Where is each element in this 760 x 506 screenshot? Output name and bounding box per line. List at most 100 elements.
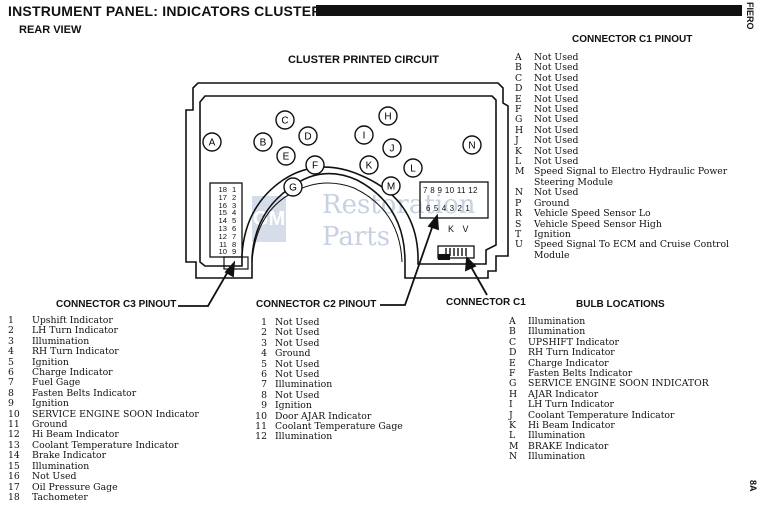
- pin-description: Not Used: [534, 52, 579, 63]
- pin-description: Not Used: [534, 104, 579, 116]
- pin-id: E: [509, 357, 516, 369]
- c3-pin-number: 12: [218, 231, 227, 241]
- pin-description: Vehicle Speed Sensor High: [534, 218, 662, 230]
- pin-id: U: [515, 239, 523, 251]
- pin-description: BRAKE Indicator: [528, 440, 609, 452]
- pin-id: D: [515, 83, 523, 95]
- connector-c1-heading: CONNECTOR C1 PINOUT: [572, 34, 693, 45]
- watermark-line-1: Restoration: [322, 190, 476, 220]
- pin-description: Not Used: [32, 471, 77, 483]
- pin-id: 7: [261, 379, 267, 391]
- pin-description: Fasten Belts Indicator: [32, 387, 137, 399]
- bulb-socket-a: [202, 132, 222, 152]
- c3-pin-row: 13 Coolant Temperature Indicator: [8, 439, 199, 451]
- pin-id: 16: [8, 471, 20, 483]
- pin-id: G: [515, 114, 523, 126]
- pin-description: Fuel Gage: [32, 377, 81, 389]
- pin-description: Ignition: [32, 356, 69, 368]
- bulb-socket-label: B: [260, 138, 267, 149]
- bulb-socket-label: C: [281, 116, 288, 127]
- bulb-location-row: G SERVICE ENGINE SOON INDICATOR: [509, 378, 709, 390]
- c3-pin-number: 15: [218, 208, 227, 218]
- pin-description: Door AJAR Indicator: [275, 410, 372, 422]
- pin-description: Not Used: [275, 389, 320, 401]
- callout-c3-label: CONNECTOR C3 PINOUT: [56, 299, 177, 310]
- pin-id: T: [515, 228, 522, 240]
- c3-pin-number: 11: [219, 239, 227, 249]
- pin-description: Illumination: [528, 316, 586, 327]
- pin-id: 8: [8, 387, 14, 399]
- pin-id: H: [515, 124, 524, 136]
- bulb-socket-d: [298, 126, 318, 146]
- bulb-socket-label: H: [384, 112, 391, 123]
- page-title: INSTRUMENT PANEL: INDICATORS CLUSTER: [8, 3, 322, 19]
- pin-id: 5: [261, 358, 267, 370]
- pin-id: G: [509, 378, 517, 390]
- pin-description: Ground: [534, 197, 570, 209]
- pin-id: 2: [8, 325, 14, 337]
- pin-description: Oil Pressure Gage: [32, 481, 118, 493]
- pin-description: Not Used: [275, 327, 320, 339]
- c3-pin-number: 16: [218, 200, 227, 210]
- pin-id: N: [509, 451, 518, 463]
- pin-id: 13: [8, 439, 20, 451]
- pin-description: Not Used: [275, 369, 320, 381]
- watermark-line-2: Parts: [322, 222, 391, 252]
- c1-pin-labels: K V: [448, 224, 469, 234]
- pin-description: Fasten Belts Indicator: [528, 368, 633, 380]
- pin-id: B: [509, 326, 516, 338]
- pin-description: Speed Signal To ECM and Cruise Control M…: [534, 239, 730, 261]
- pin-id: 11: [8, 419, 20, 431]
- callout-c1-label: CONNECTOR C1: [446, 297, 526, 308]
- pin-description: SERVICE ENGINE SOON INDICATOR: [528, 378, 709, 390]
- view-subtitle: REAR VIEW: [19, 24, 82, 36]
- c3-pin-number: 3: [232, 200, 237, 210]
- bulb-socket-label: N: [468, 141, 475, 152]
- pin-description: Illumination: [528, 326, 586, 338]
- c3-pin-row: 16 Not Used: [8, 471, 199, 483]
- pin-description: Illumination: [528, 430, 586, 442]
- pin-description: Coolant Temperature Indicator: [32, 439, 179, 451]
- pin-id: C: [509, 336, 517, 348]
- pin-id: 12: [255, 431, 267, 443]
- pin-description: Not Used: [534, 135, 579, 147]
- bulb-socket-f: [305, 155, 325, 175]
- bulb-locations-heading: BULB LOCATIONS: [576, 299, 665, 310]
- c3-pin-number: 5: [232, 216, 237, 226]
- c1-pin-row: J Not Used: [515, 135, 744, 147]
- bulb-socket-h: [378, 106, 398, 126]
- bulb-socket-n: [462, 135, 482, 155]
- pin-description: Ground: [275, 348, 311, 360]
- pin-id: J: [515, 135, 519, 147]
- pin-description: Tachometer: [32, 491, 88, 503]
- callout-arrow-c1: [469, 264, 488, 296]
- pin-id: J: [509, 409, 513, 421]
- pin-description: Coolant Temperature Gage: [275, 421, 403, 433]
- c2-bottom-pin-row: 6 5 4 3 2 1: [426, 204, 471, 213]
